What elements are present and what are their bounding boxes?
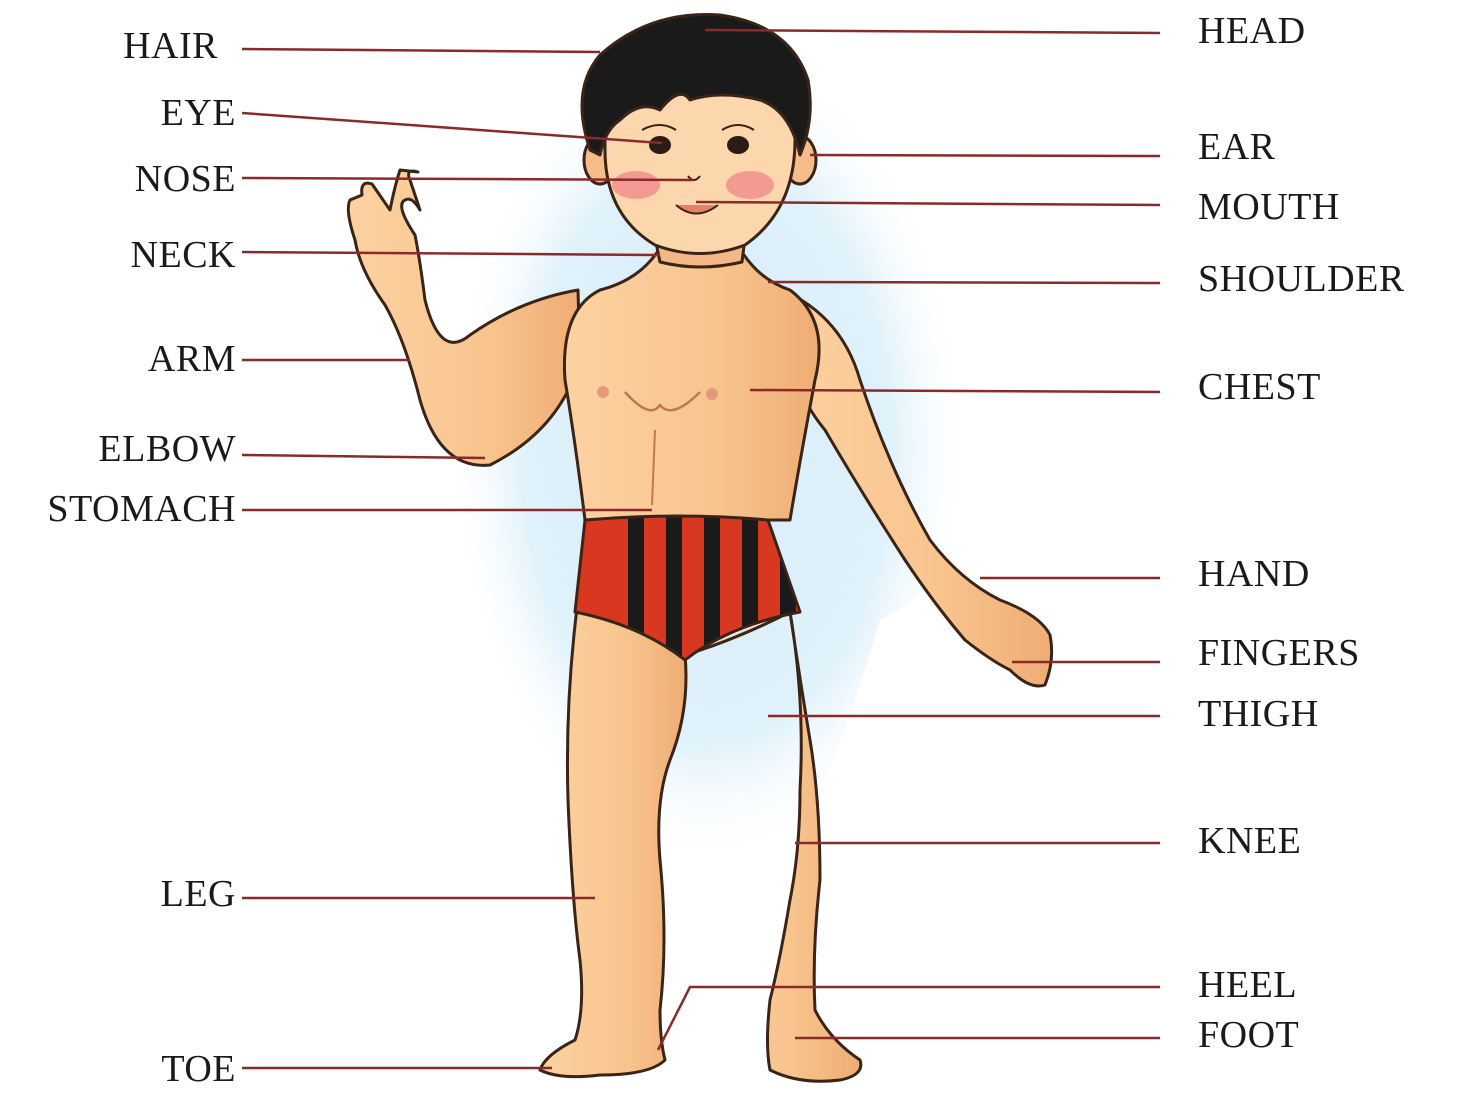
label-shoulder: SHOULDER (1198, 260, 1405, 298)
leader-ear (810, 155, 1160, 156)
label-chest: CHEST (1198, 368, 1321, 406)
label-leg: LEG (0, 875, 236, 913)
leader-heel (658, 987, 1160, 1050)
label-nose: NOSE (0, 160, 236, 198)
label-arm: ARM (0, 340, 236, 378)
label-heel: HEEL (1198, 966, 1297, 1004)
label-mouth: MOUTH (1198, 188, 1340, 226)
label-ear: EAR (1198, 128, 1276, 166)
label-foot: FOOT (1198, 1016, 1299, 1054)
label-neck: NECK (0, 236, 236, 274)
label-knee: KNEE (1198, 822, 1301, 860)
label-stomach: STOMACH (0, 490, 236, 528)
label-toe: TOE (0, 1050, 236, 1088)
label-head: HEAD (1198, 12, 1306, 50)
leader-shoulder (768, 282, 1160, 283)
label-hair: HAIR (0, 27, 218, 65)
label-hand: HAND (1198, 555, 1310, 593)
leader-hair (242, 49, 600, 52)
torso (564, 248, 819, 520)
label-eye: EYE (0, 94, 236, 132)
label-fingers: FINGERS (1198, 634, 1360, 672)
label-thigh: THIGH (1198, 695, 1319, 733)
label-elbow: ELBOW (0, 430, 236, 468)
